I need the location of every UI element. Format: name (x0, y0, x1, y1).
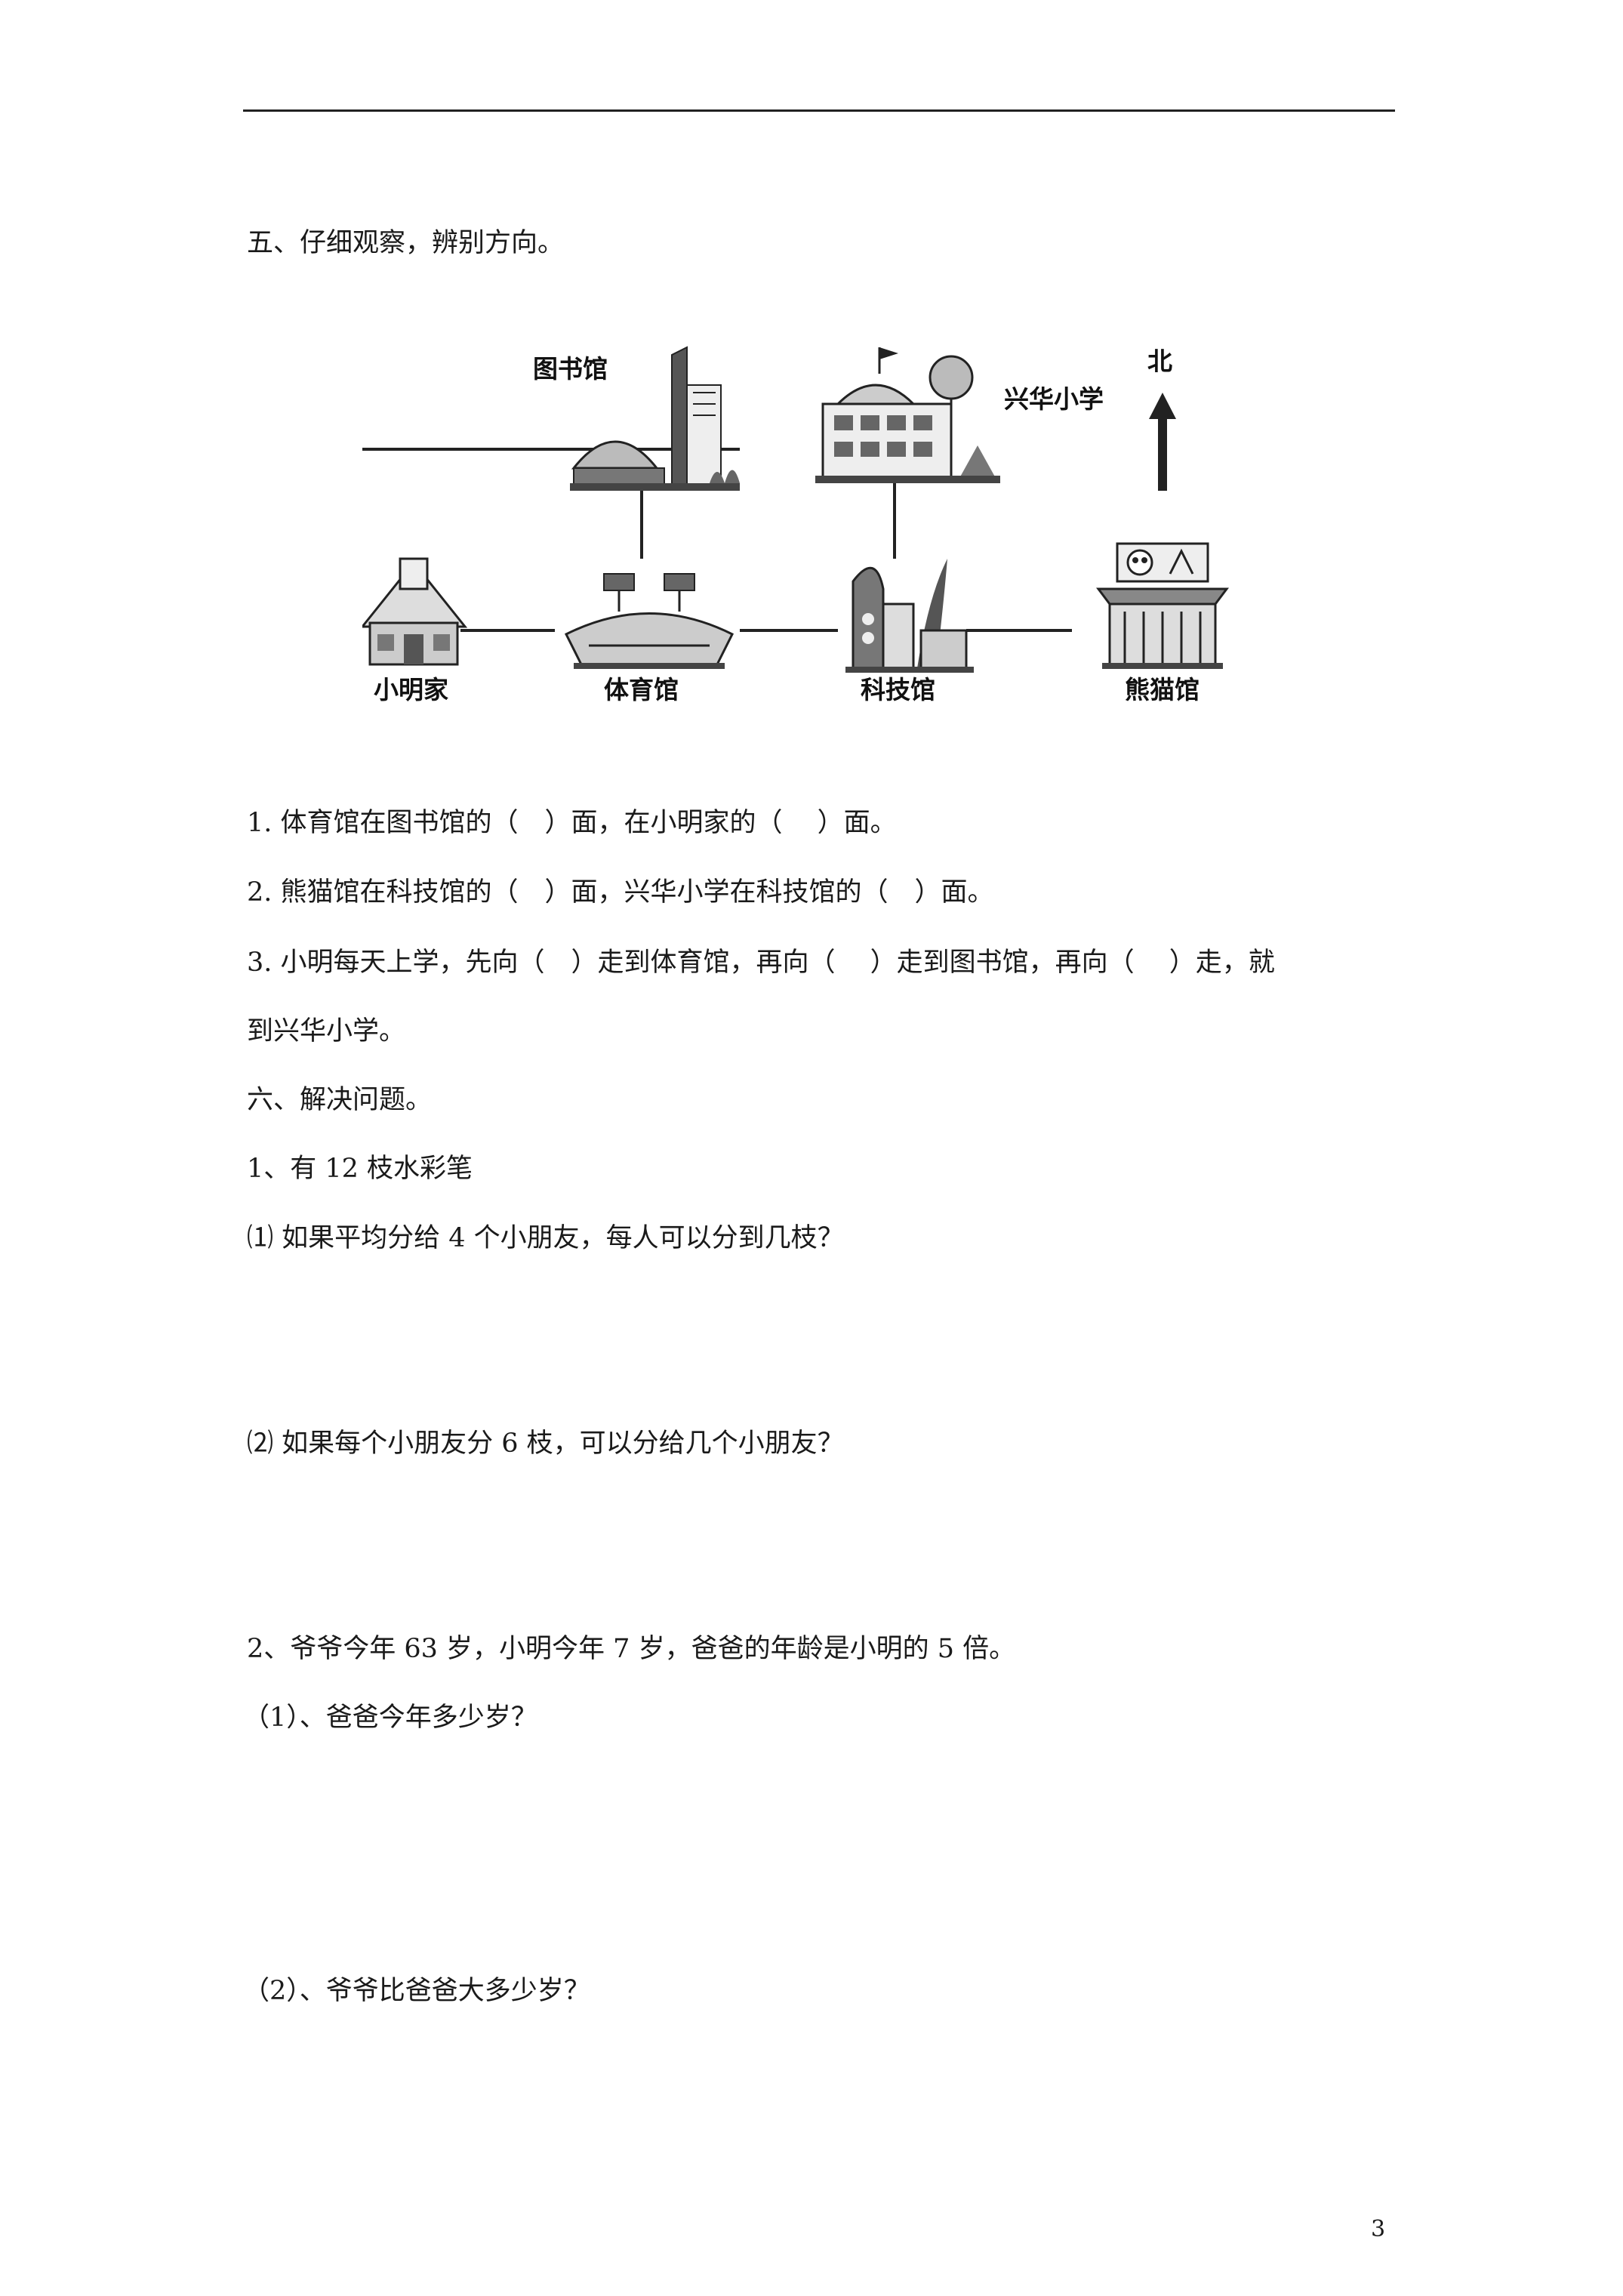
problem-1-stem: 1、有 12 枝水彩笔 (247, 1154, 473, 1184)
science-building-icon (845, 559, 974, 673)
school-building-icon (815, 347, 1000, 483)
section-6-heading: 六、解决问题。 (247, 1085, 433, 1115)
section-5-heading: 五、仔细观察，辨别方向。 (247, 228, 565, 258)
direction-map: 图书馆 兴华小学 北 小明家 (362, 346, 1229, 704)
home-label: 小明家 (374, 675, 448, 704)
north-arrow-icon (1149, 393, 1176, 491)
panda-label: 熊猫馆 (1125, 675, 1200, 704)
home-building-icon (362, 557, 468, 666)
question-3-continuation: 到兴华小学。 (247, 1016, 406, 1046)
problem-2-question-2: （2）、爷爷比爸爸大多少岁？ (243, 1976, 590, 2006)
problem-2-question-1: （1）、爸爸今年多少岁？ (243, 1703, 537, 1733)
gym-label: 体育馆 (604, 675, 679, 704)
library-label: 图书馆 (533, 354, 608, 384)
school-label: 兴华小学 (1004, 384, 1104, 414)
north-label: 北 (1147, 347, 1172, 376)
science-label: 科技馆 (861, 675, 935, 704)
question-2: 2. 熊猫馆在科技馆的（ ）面，兴华小学在科技馆的（ ）面。 (247, 877, 994, 908)
header-rule (243, 109, 1395, 112)
gym-building-icon (564, 573, 735, 669)
panda-building-icon (1096, 542, 1229, 669)
problem-2-stem: 2、爷爷今年 63 岁，小明今年 7 岁，爸爸的年龄是小明的 5 倍。 (247, 1634, 1016, 1664)
page-number: 3 (1371, 2216, 1386, 2242)
library-building-icon (570, 346, 740, 491)
question-1: 1. 体育馆在图书馆的（ ）面，在小明家的（ ）面。 (247, 808, 897, 838)
problem-1-question-2: ⑵ 如果每个小朋友分 6 枝，可以分给几个小朋友？ (247, 1428, 844, 1459)
problem-1-question-1: ⑴ 如果平均分给 4 个小朋友，每人可以分到几枝？ (247, 1223, 844, 1253)
question-3: 3. 小明每天上学，先向（ ）走到体育馆，再向（ ）走到图书馆，再向（ ）走，就 (247, 948, 1275, 978)
